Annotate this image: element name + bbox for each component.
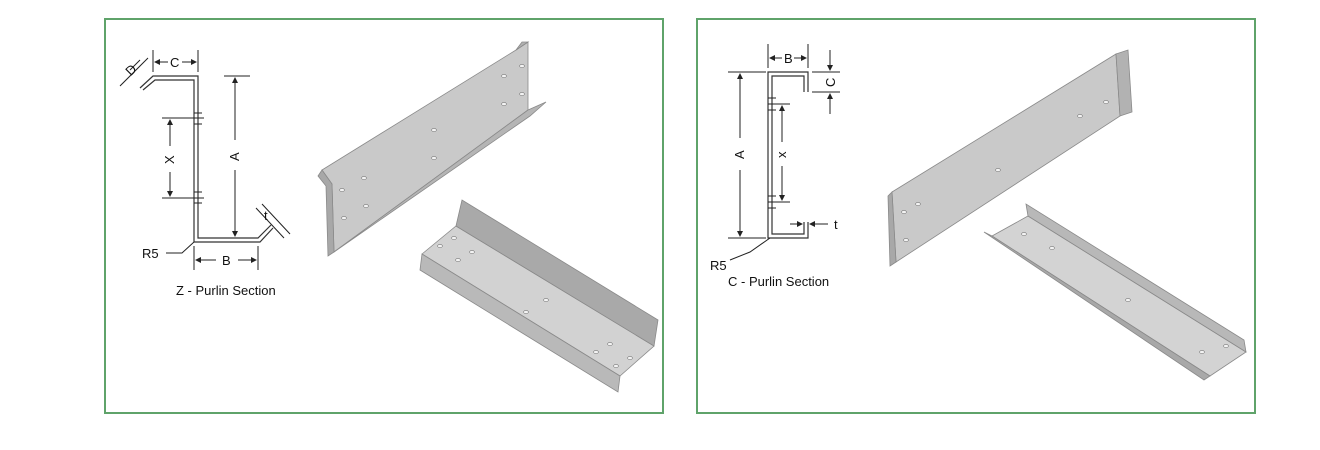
dim-a: A <box>728 71 766 239</box>
dim-x: X <box>162 112 204 204</box>
z-purlin-3d-lower <box>419 199 659 393</box>
dim-c: C <box>812 50 840 114</box>
svg-text:B: B <box>222 253 231 268</box>
dim-b: B <box>767 44 809 68</box>
c-purlin-3d-upper <box>887 49 1133 267</box>
svg-text:B: B <box>784 51 793 66</box>
svg-text:A: A <box>732 150 747 159</box>
c-purlin-drawing: B C A x <box>710 44 1247 381</box>
svg-text:C: C <box>823 78 838 87</box>
z-purlin-drawing: D C A X <box>119 41 659 393</box>
dim-x: x <box>768 97 790 209</box>
z-section-caption: Z - Purlin Section <box>176 283 276 298</box>
c-section-profile <box>767 71 809 239</box>
dim-r5: R5 <box>142 241 195 261</box>
svg-text:A: A <box>227 152 242 161</box>
c-purlin-3d-lower <box>983 203 1247 381</box>
z-purlin-3d-upper <box>317 41 547 257</box>
dim-c: C <box>152 50 199 72</box>
z-purlin-panel: D C A X <box>104 18 664 414</box>
svg-text:x: x <box>774 151 789 158</box>
dim-d: D <box>119 57 149 87</box>
svg-text:t: t <box>834 217 838 232</box>
svg-text:C: C <box>170 55 179 70</box>
dim-t: t <box>790 217 838 232</box>
dim-b: B <box>193 246 259 270</box>
dim-r5: R5 <box>710 237 771 273</box>
dim-a: A <box>224 75 250 237</box>
dim-t: t <box>255 203 291 239</box>
svg-text:R5: R5 <box>142 246 159 261</box>
svg-text:X: X <box>162 155 177 164</box>
svg-text:R5: R5 <box>710 258 727 273</box>
svg-text:t: t <box>264 208 268 223</box>
c-section-caption: C - Purlin Section <box>728 274 829 289</box>
z-section-profile <box>139 75 274 243</box>
c-purlin-panel: B C A x <box>696 18 1256 414</box>
